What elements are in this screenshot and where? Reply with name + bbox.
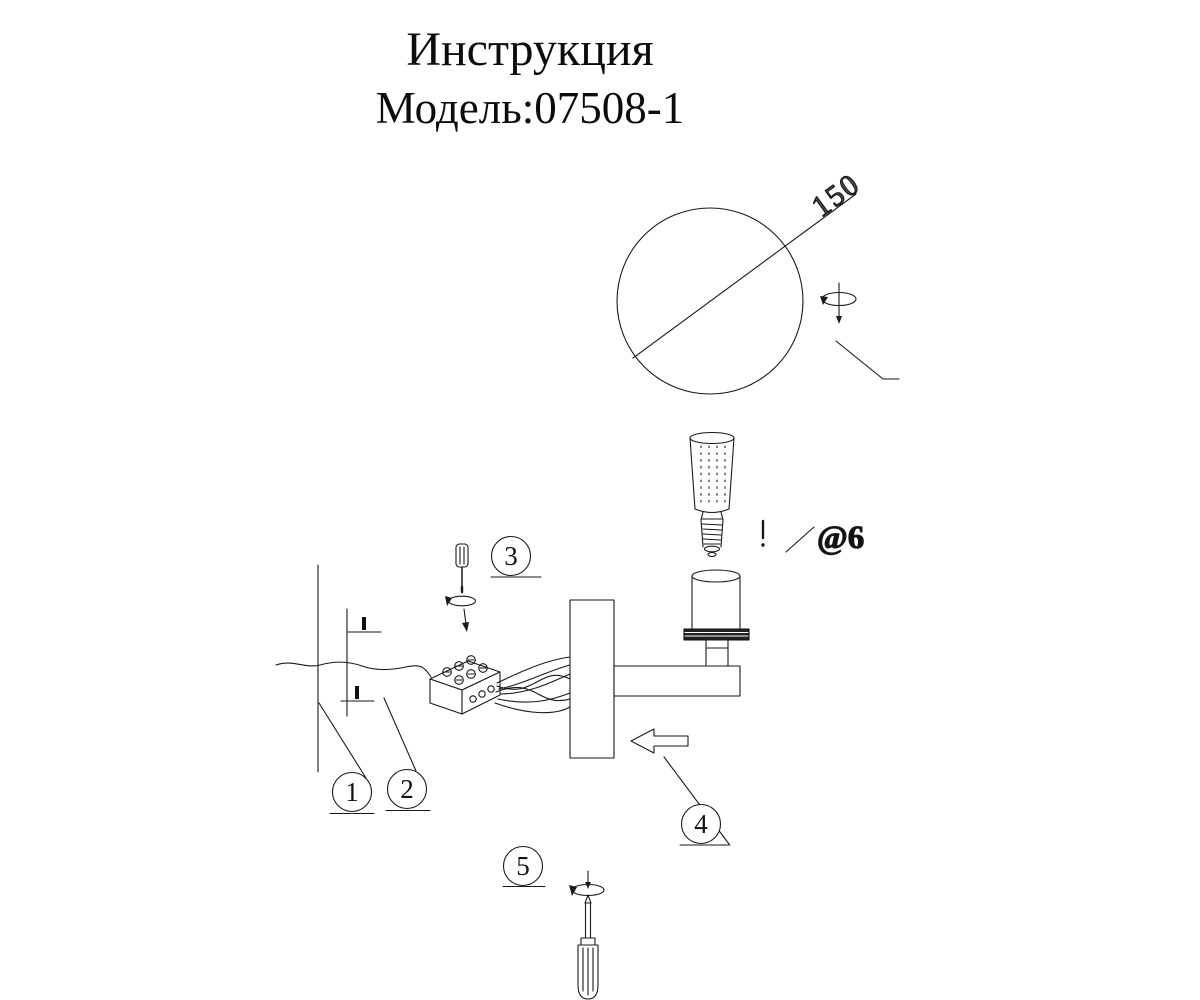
- globe-leader-line: [835, 340, 900, 380]
- wire-hole: [478, 690, 486, 698]
- base-side: [720, 519, 724, 548]
- wire-hole: [487, 685, 495, 693]
- wall-plate: [569, 599, 615, 759]
- callout-circle: [331, 771, 373, 813]
- wire-hole: [469, 695, 477, 703]
- callout-leader: [383, 697, 417, 772]
- thread-diameter-leader: [761, 519, 815, 553]
- wire-path: [495, 686, 571, 702]
- base-cap: [703, 545, 721, 553]
- base-side: [700, 519, 704, 548]
- wire-path: [497, 692, 571, 703]
- globe-diameter-label: 150: [806, 167, 867, 224]
- bulb-side: [689, 437, 696, 510]
- large-screwdriver-icon: [569, 870, 605, 1000]
- terminal-screw: [478, 663, 488, 673]
- callout-1-number: 1: [345, 777, 359, 807]
- socket-flange: [683, 628, 750, 641]
- thread-line: [702, 538, 722, 541]
- sheet-header: Инструкция Модель:07508-1: [180, 22, 880, 135]
- glass-globe: [616, 193, 900, 395]
- terminal-screw: [466, 655, 476, 665]
- thread-line: [701, 523, 723, 526]
- bulb-side: [728, 437, 735, 510]
- wire-path: [498, 664, 571, 690]
- led-bulb: [689, 431, 735, 558]
- mounting-arm: [613, 665, 741, 697]
- rotation-ellipse: [447, 595, 477, 607]
- model-label: Модель:07508-1: [375, 83, 685, 134]
- exclamation-dot: [761, 543, 765, 547]
- block-right-face: [461, 671, 501, 715]
- terminal-screw: [442, 667, 452, 677]
- callout-3-number: 3: [504, 541, 518, 571]
- bulb-neck: [720, 511, 724, 521]
- callout-2: [383, 697, 431, 812]
- supply-wire: [275, 661, 432, 678]
- screwdriver-shaft: [584, 902, 592, 939]
- leader-line: [785, 526, 815, 553]
- callout-circle: [502, 845, 544, 887]
- socket-top: [691, 569, 741, 583]
- bulb-top: [689, 431, 735, 445]
- lamp-socket: [683, 569, 750, 667]
- pointer-line: [463, 608, 467, 625]
- rotation-arrowhead: [569, 885, 577, 896]
- socket-stem: [705, 639, 729, 667]
- terminal-screws: [442, 655, 488, 685]
- callout-circle: [680, 803, 722, 845]
- wall-bracket: [569, 599, 741, 759]
- callout-circle: [490, 535, 532, 577]
- wire-bundle: [494, 656, 571, 714]
- mounting-screw-icon: [362, 617, 366, 630]
- small-screwdriver-icon: [445, 543, 477, 632]
- bulb-neck: [700, 511, 704, 521]
- thread-line: [702, 533, 722, 536]
- dimension-line: [632, 193, 857, 359]
- rotation-arrowhead: [445, 596, 452, 606]
- globe-outline: [616, 207, 804, 395]
- screwdriver-collar: [580, 937, 596, 946]
- callout-4: [663, 756, 731, 846]
- pointer-arrowhead: [462, 622, 469, 632]
- insert-arrow-icon: [630, 728, 689, 754]
- thread-line: [702, 528, 723, 531]
- base-tip: [707, 551, 717, 558]
- callout-2-number: 2: [400, 774, 414, 804]
- callout-3: [490, 535, 542, 578]
- screwdriver-tip: [584, 894, 592, 904]
- terminal-screw: [466, 669, 476, 679]
- rotation-arrowhead: [820, 296, 828, 305]
- callout-4-number: 4: [694, 809, 708, 839]
- screwdriver-handle: [455, 543, 469, 568]
- callout-leader: [318, 702, 367, 779]
- callout-5: [502, 845, 546, 888]
- wire-path: [494, 702, 571, 714]
- axis-arrowhead: [836, 316, 842, 324]
- terminal-screw: [454, 661, 464, 671]
- terminal-block: [429, 655, 501, 715]
- rotate-globe-icon: [820, 282, 857, 324]
- sheet-title: Инструкция: [406, 23, 654, 76]
- mounting-screw-icon: [355, 686, 359, 699]
- wire-path: [496, 656, 571, 684]
- axis-arrowhead: [585, 882, 591, 889]
- thread-diameter-label: @6: [817, 520, 864, 556]
- callout-5-number: 5: [516, 851, 530, 881]
- callout-circle: [386, 768, 428, 810]
- callout-1: [318, 702, 375, 815]
- bulb-bottom: [694, 508, 730, 514]
- terminal-screw: [454, 675, 464, 685]
